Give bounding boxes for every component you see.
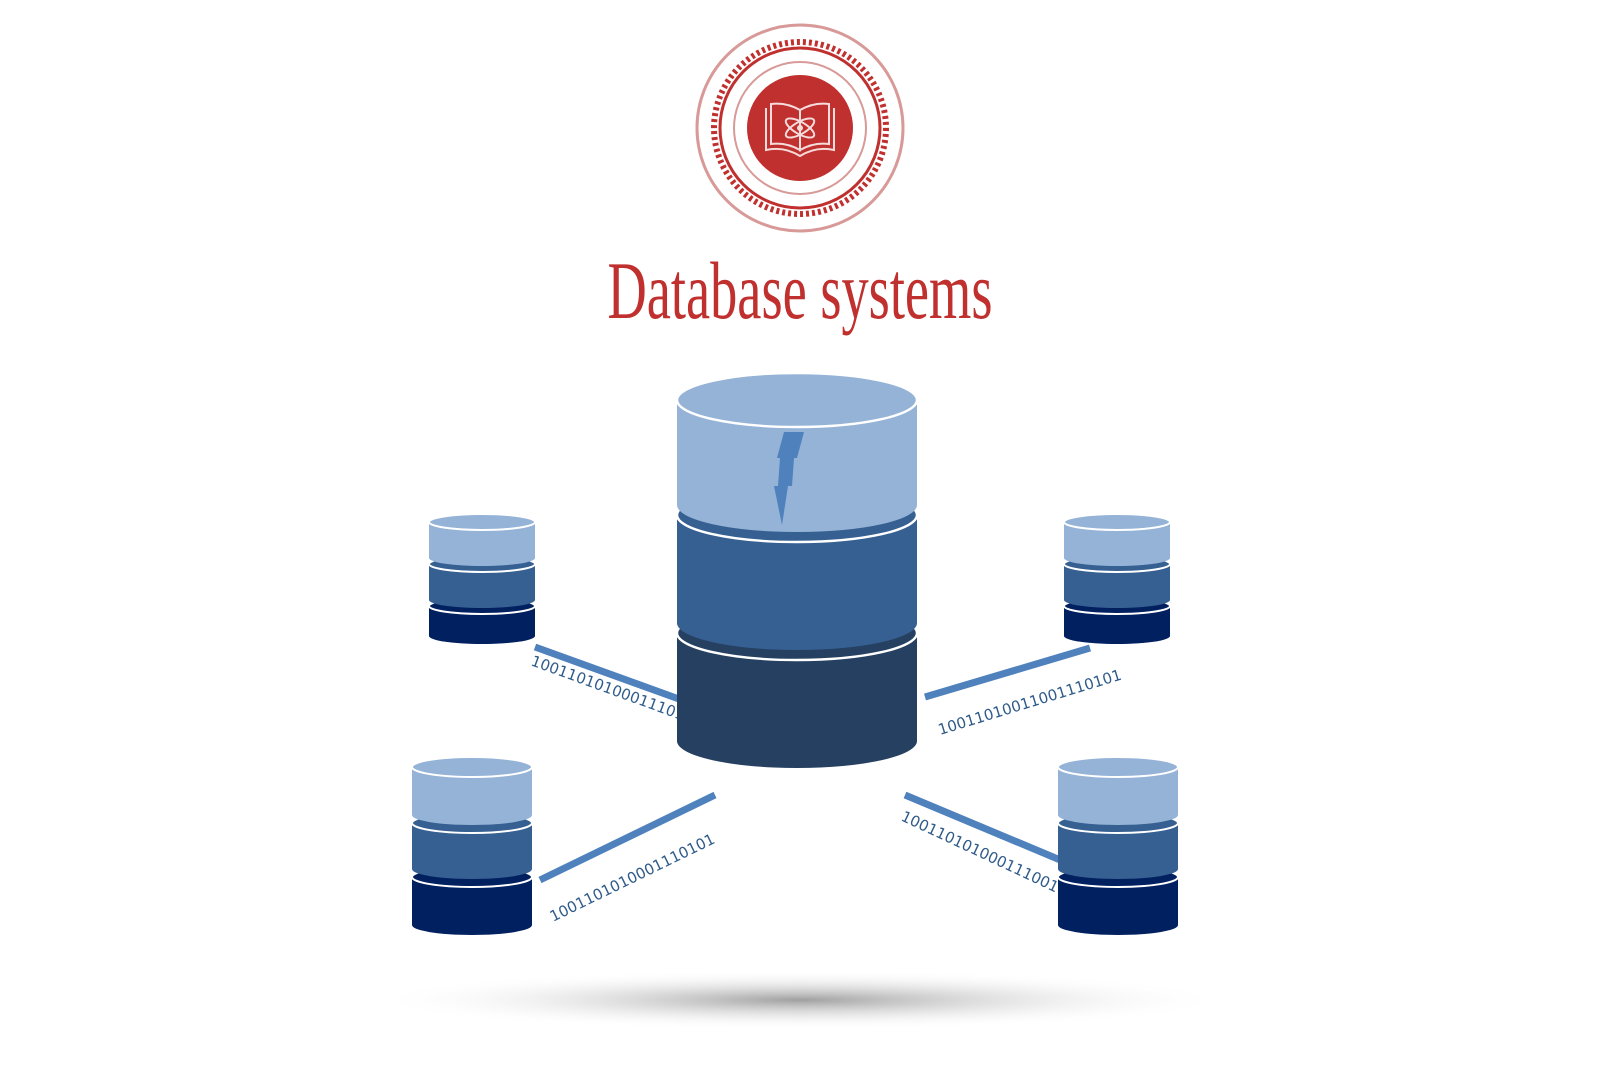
- cylinder-top-layer: [675, 371, 919, 532]
- binary-label-bottom-left: 1001101010001110101: [547, 830, 718, 926]
- link-line-top-left: [533, 643, 692, 707]
- logo-emblem: [695, 23, 905, 233]
- link-line-bottom-left: [538, 791, 717, 884]
- small-database-top-right: [1063, 513, 1171, 644]
- small-database-bottom-right: [1057, 756, 1179, 935]
- open-book-atom-icon: [765, 102, 835, 158]
- link-line-top-right: [924, 644, 1091, 701]
- link-lines: [533, 643, 1091, 884]
- link-line-bottom-right: [903, 791, 1067, 866]
- small-database-bottom-left: [411, 756, 533, 935]
- cylinder-top-layer: [1057, 756, 1179, 825]
- page-title: Database systems: [608, 245, 993, 336]
- cylinder-top-layer: [428, 513, 536, 566]
- cylinder-top-layer: [1063, 513, 1171, 566]
- binary-label-top-right: 10011010011001110101: [936, 666, 1124, 739]
- cylinder-top-layer: [411, 756, 533, 825]
- main-database-cylinder: [675, 371, 919, 768]
- floor-shadow: [370, 970, 1230, 1030]
- small-database-top-left: [428, 513, 536, 644]
- lightning-bolt-icon: [774, 432, 804, 525]
